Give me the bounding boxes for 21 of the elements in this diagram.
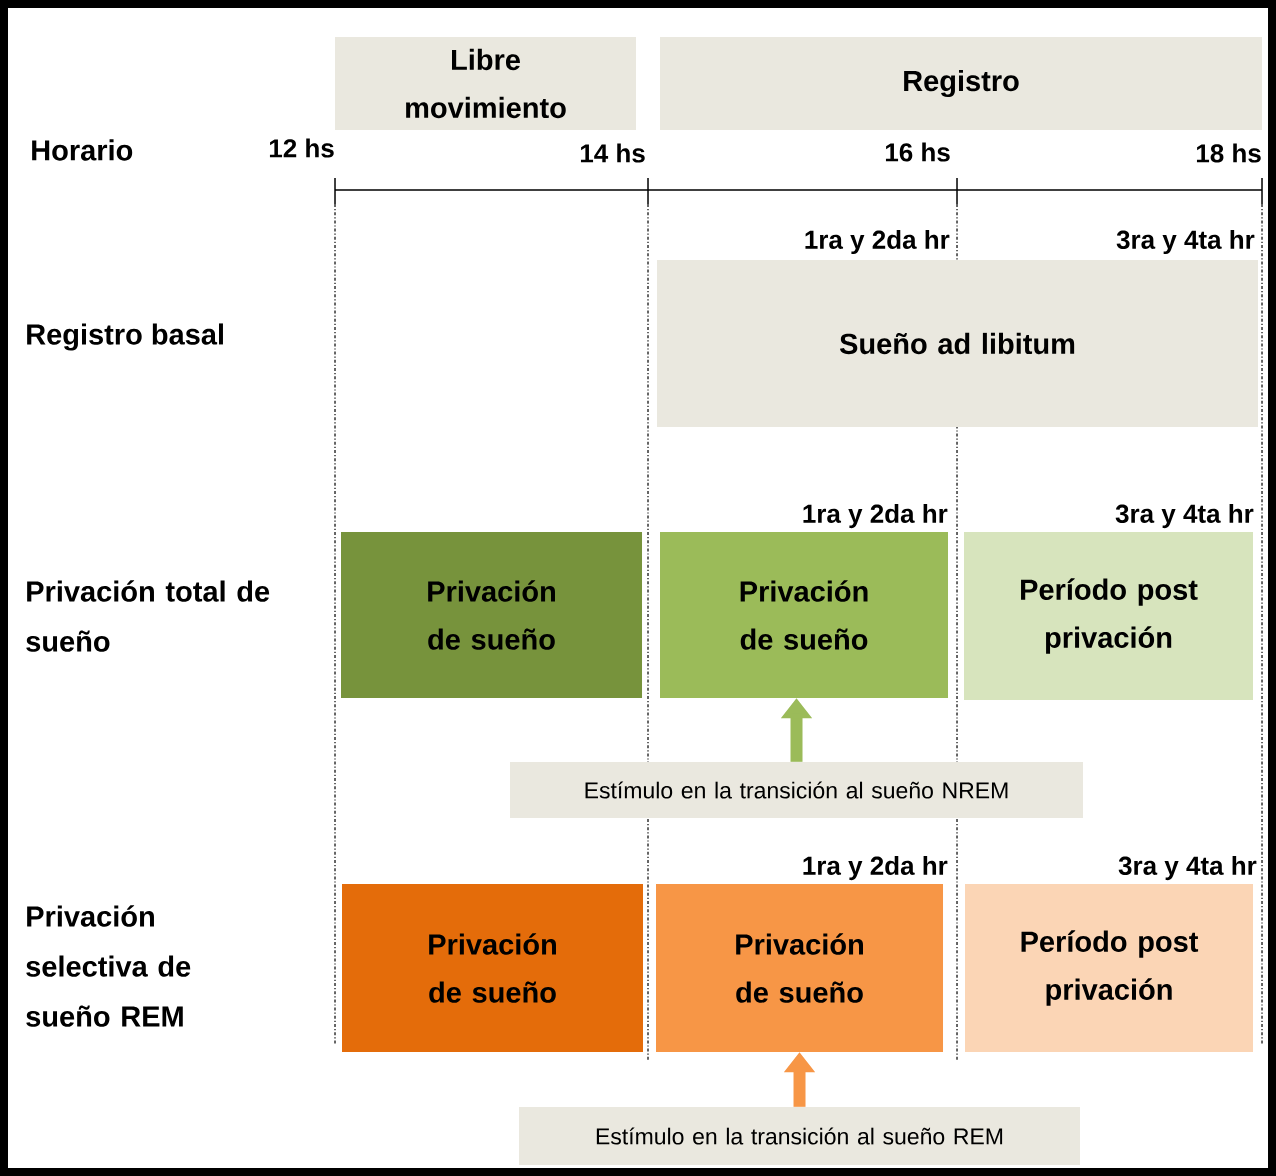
stimulus-box: Estímulo en la transición al sueño NREM xyxy=(510,762,1083,818)
header-box: Libre movimiento xyxy=(335,37,636,130)
phase-box: Privación de sueño xyxy=(656,884,943,1052)
header-box: Registro xyxy=(660,37,1262,130)
phase-box: Privación de sueño xyxy=(342,884,643,1052)
hour-label: 3ra y 4ta hr xyxy=(1118,855,1257,881)
phase-box: Sueño ad libitum xyxy=(657,260,1258,427)
phase-box: Privación de sueño xyxy=(660,532,948,698)
time-label: 14 hs xyxy=(580,143,645,163)
row-label: Privación selectiva de sueño REM xyxy=(26,905,191,1027)
row-label: Privación total de sueño xyxy=(26,580,270,652)
hour-label: 1ra y 2da hr xyxy=(803,855,948,881)
row-label: Registro basal xyxy=(27,323,223,351)
hour-label: 3ra y 4ta hr xyxy=(1115,503,1254,529)
phase-box: Período post privación xyxy=(965,884,1253,1052)
time-label: 12 hs xyxy=(269,138,334,158)
hour-label: 1ra y 2da hr xyxy=(803,503,948,529)
stimulus-box: Estímulo en la transición al sueño REM xyxy=(519,1107,1080,1165)
phase-box: Período post privación xyxy=(964,532,1253,700)
row-label: Horario xyxy=(32,139,133,161)
phase-box: Privación de sueño xyxy=(341,532,642,698)
